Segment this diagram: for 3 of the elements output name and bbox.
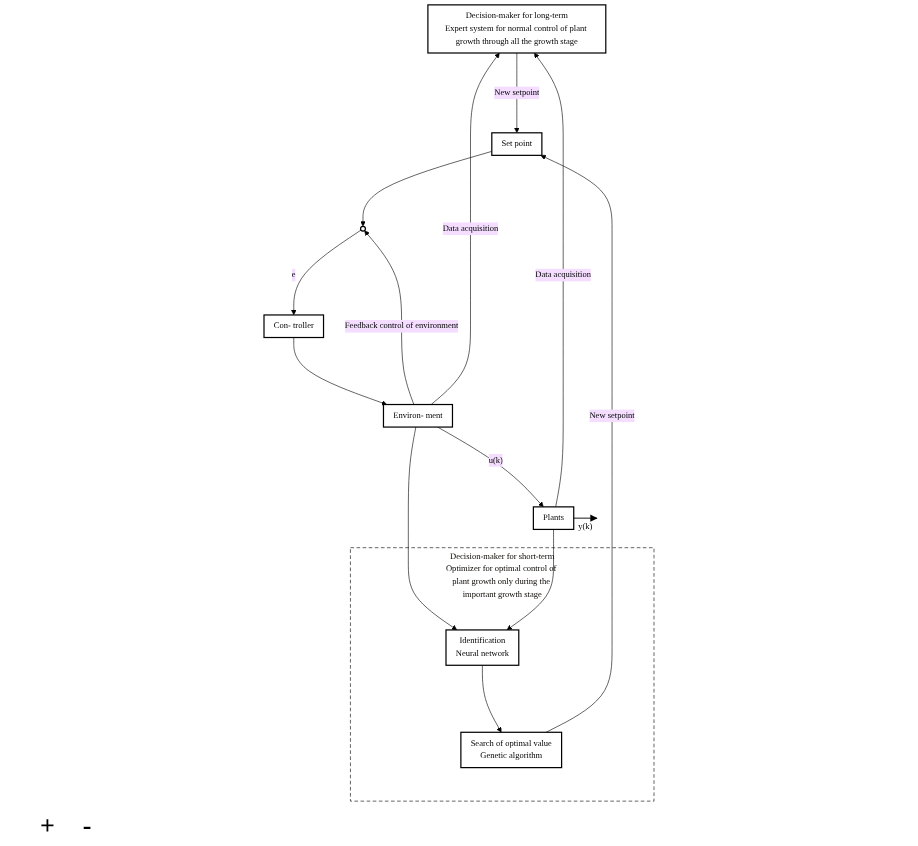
sign-label: + xyxy=(40,810,55,842)
node-circle xyxy=(359,225,367,232)
sign-label: - xyxy=(82,810,92,842)
